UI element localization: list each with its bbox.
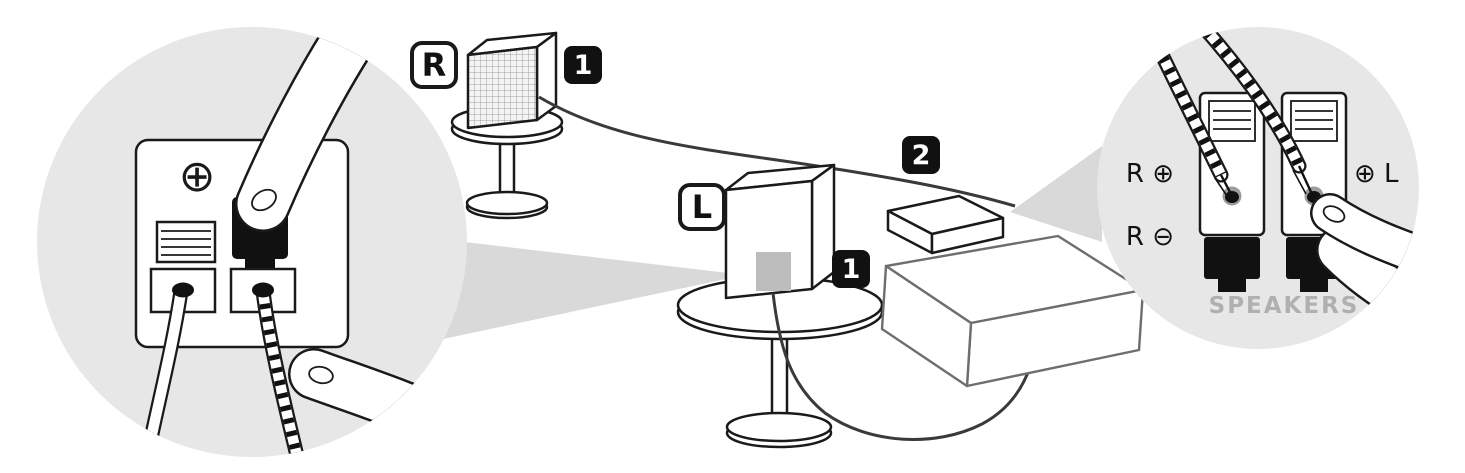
bare-wire-strand bbox=[1214, 177, 1228, 197]
control-box bbox=[886, 194, 1005, 255]
right-speaker-stand-base bbox=[465, 190, 549, 216]
right-speaker-cord bbox=[538, 95, 1016, 208]
terminal-r-black-tab bbox=[1218, 279, 1246, 292]
label-r-minus: R ⊖ bbox=[1126, 222, 1174, 252]
step-1-badge-right bbox=[564, 46, 602, 84]
left-speaker-side-face bbox=[810, 163, 836, 291]
wire-insert-dot-right bbox=[252, 282, 274, 298]
right-speaker-label-box bbox=[410, 41, 458, 89]
speakers-panel-label: SPEAKERS bbox=[1209, 293, 1360, 319]
right-speaker-grille bbox=[466, 45, 539, 130]
label-r-plus: R ⊕ bbox=[1126, 159, 1174, 189]
speaker-wire-striped bbox=[255, 283, 307, 457]
wire-striped-bands bbox=[257, 290, 305, 457]
bare-wire-tip bbox=[1297, 165, 1313, 193]
inserting-hand bbox=[1310, 193, 1419, 340]
left-speaker-terminal-port bbox=[756, 252, 791, 291]
step-1-badge-right-number: 1 bbox=[574, 50, 593, 81]
left-speaker-cord bbox=[771, 292, 1038, 442]
left-speaker-label: L bbox=[692, 188, 712, 226]
step-1-badge-left bbox=[832, 250, 870, 288]
label-plus-l: ⊕ L bbox=[1354, 159, 1399, 189]
plus-polarity-symbol: ⊕ bbox=[179, 151, 216, 202]
wire-insert-dot-left bbox=[172, 282, 194, 298]
fingernail bbox=[251, 188, 277, 212]
left-speaker-label-box bbox=[678, 183, 726, 231]
main-unit-left-face bbox=[880, 264, 973, 388]
bare-wire-tip bbox=[1219, 174, 1233, 195]
left-speaker-group: L 1 bbox=[676, 163, 884, 449]
control-box-front-face bbox=[930, 216, 1005, 255]
callout-wedge-right bbox=[1010, 146, 1102, 242]
callout-wedge-left bbox=[415, 240, 745, 345]
left-speaker-table-stem bbox=[770, 328, 789, 428]
thumbnail bbox=[308, 365, 334, 385]
terminal-block-r bbox=[1198, 91, 1266, 292]
terminal-r-clip bbox=[1208, 100, 1256, 142]
terminal-l-clip bbox=[1290, 100, 1338, 142]
left-speaker-table-base bbox=[725, 411, 833, 443]
wire-insert-dot-r bbox=[1225, 191, 1239, 203]
hand-finger-2-fill bbox=[1318, 228, 1419, 338]
right-speaker-label: R bbox=[422, 46, 447, 84]
right-speaker-group: R 1 bbox=[410, 31, 602, 220]
step-2-badge bbox=[902, 136, 940, 174]
bare-wire-strand bbox=[1292, 169, 1307, 195]
detail-wire-l-bands bbox=[1186, 27, 1304, 169]
terminal-r-black-clip bbox=[1204, 237, 1260, 279]
terminal-l-black-tab bbox=[1300, 279, 1328, 292]
step-1-badge-left-number: 1 bbox=[842, 254, 861, 285]
main-unit bbox=[880, 234, 1145, 388]
right-speaker-side-face bbox=[535, 31, 558, 122]
spring-clip-left-body bbox=[155, 220, 217, 264]
spring-clip-left bbox=[155, 220, 217, 264]
step-2-badge-number: 2 bbox=[912, 140, 931, 171]
hand-fingernail bbox=[1322, 205, 1346, 223]
